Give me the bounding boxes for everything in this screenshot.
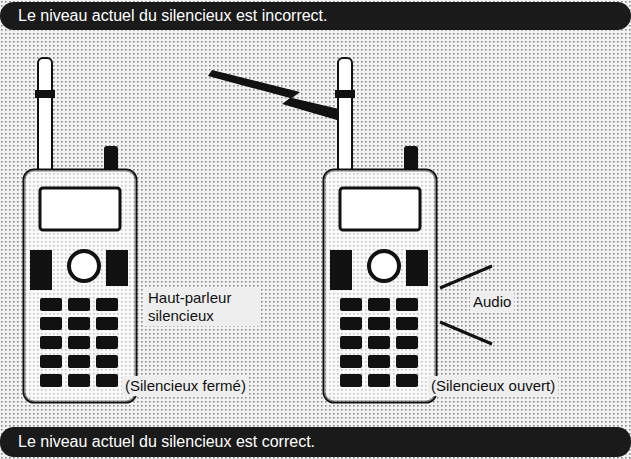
key <box>368 298 390 311</box>
key <box>96 355 118 368</box>
key <box>340 298 362 311</box>
side-button <box>330 250 352 290</box>
key <box>396 355 418 368</box>
label-text: (Silencieux fermé) <box>122 376 249 396</box>
radio-body <box>24 170 136 402</box>
antenna <box>338 58 352 176</box>
key <box>96 298 118 311</box>
key <box>40 336 62 349</box>
label-text: Haut-parleur silencieux <box>145 288 261 326</box>
key <box>340 317 362 330</box>
antenna <box>38 58 52 176</box>
band-text: Le niveau actuel du silencieux est incor… <box>18 7 328 25</box>
key <box>368 374 390 387</box>
key <box>40 317 62 330</box>
key <box>40 374 62 387</box>
key <box>340 336 362 349</box>
sound-line <box>440 266 492 288</box>
key <box>68 355 90 368</box>
key <box>340 355 362 368</box>
dial <box>369 251 399 281</box>
key <box>40 298 62 311</box>
key <box>68 374 90 387</box>
antenna-ring <box>35 90 55 98</box>
key <box>340 374 362 387</box>
radio-open <box>324 58 436 402</box>
key <box>96 317 118 330</box>
key <box>396 317 418 330</box>
key <box>368 317 390 330</box>
key <box>96 374 118 387</box>
key <box>396 298 418 311</box>
side-button <box>106 250 128 286</box>
caption-band: Le niveau actuel du silencieux est corre… <box>0 427 631 457</box>
radio-shade <box>324 170 436 402</box>
key <box>368 336 390 349</box>
label-text: (Silencieux ouvert) <box>428 376 558 396</box>
dial <box>69 251 99 281</box>
key <box>396 336 418 349</box>
side-button <box>30 250 52 290</box>
key <box>68 317 90 330</box>
sound-line <box>440 322 492 344</box>
label-text: Audio <box>470 292 514 312</box>
radio-closed <box>24 58 136 402</box>
key <box>68 336 90 349</box>
key <box>368 355 390 368</box>
display <box>340 188 420 230</box>
antenna-ring <box>335 90 355 98</box>
key <box>40 355 62 368</box>
display <box>40 188 120 230</box>
key <box>396 374 418 387</box>
radio-signal <box>208 70 352 124</box>
key <box>68 298 90 311</box>
band-text: Le niveau actuel du silencieux est corre… <box>18 433 315 451</box>
radio-shade <box>24 170 136 402</box>
key <box>96 336 118 349</box>
caption-band: Le niveau actuel du silencieux est incor… <box>0 2 631 30</box>
radio-body <box>324 170 436 402</box>
side-button <box>406 250 428 286</box>
